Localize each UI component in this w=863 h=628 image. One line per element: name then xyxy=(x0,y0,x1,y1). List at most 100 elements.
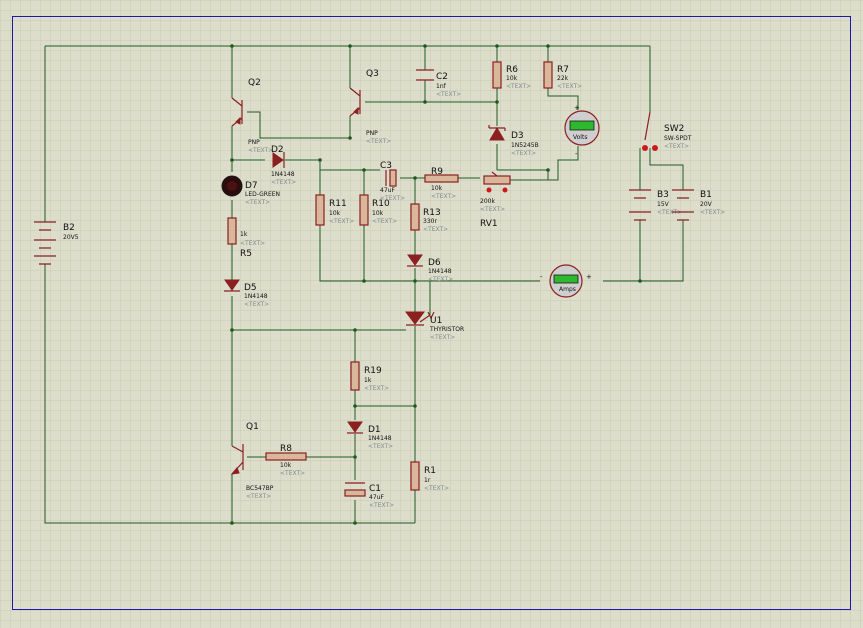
component-ref: R19 xyxy=(364,366,382,376)
placeholder-text: <TEXT> xyxy=(248,147,273,154)
component-ref: SW2 xyxy=(664,124,684,134)
component-ref: D3 xyxy=(511,131,524,141)
component-value: 1N4148 xyxy=(428,268,452,275)
component-ref: B1 xyxy=(700,190,712,200)
placeholder-text: <TEXT> xyxy=(245,199,270,206)
component-ref: R6 xyxy=(506,65,518,75)
placeholder-text: <TEXT> xyxy=(431,193,456,200)
placeholder-text: <TEXT> xyxy=(664,143,689,150)
component-value: 10k xyxy=(372,210,384,217)
sheet-border xyxy=(12,16,851,610)
resistor-r8[interactable]: R8 10k <TEXT> xyxy=(265,444,307,477)
component-value: 10k xyxy=(506,75,518,82)
battery-b2[interactable]: B2 20V5 xyxy=(34,220,79,270)
component-ref: B2 xyxy=(63,223,75,233)
potentiometer-rv1[interactable]: 200k <TEXT> RV1 xyxy=(480,171,511,229)
component-value: 200k xyxy=(480,198,495,205)
placeholder-text: <TEXT> xyxy=(364,385,389,392)
placeholder-text: <TEXT> xyxy=(700,209,725,216)
component-value: 22k xyxy=(557,75,569,82)
component-value: 1N4148 xyxy=(271,171,295,178)
component-ref: C2 xyxy=(436,72,448,82)
resistor-r9[interactable]: R9 10k <TEXT> xyxy=(424,167,459,200)
placeholder-text: <TEXT> xyxy=(657,209,682,216)
placeholder-text: <TEXT> xyxy=(506,83,531,90)
component-value: 47uF xyxy=(369,494,384,501)
transistor-q2[interactable]: Q2 PNP <TEXT> xyxy=(231,78,273,154)
component-ref: D7 xyxy=(245,181,258,191)
transistor-q1[interactable]: Q1 BC547BP <TEXT> xyxy=(230,422,274,500)
resistor-r19[interactable]: R19 1k <TEXT> xyxy=(350,361,389,392)
capacitor-c1[interactable]: C1 47uF <TEXT> xyxy=(344,482,394,509)
placeholder-text: <TEXT> xyxy=(430,334,455,341)
component-ref: RV1 xyxy=(480,219,498,229)
component-value: 1k xyxy=(364,377,372,384)
resistor-r13[interactable]: R13 330r <TEXT> xyxy=(410,203,448,233)
capacitor-c3[interactable]: C3 47uF <TEXT> xyxy=(380,161,405,202)
diode-d2[interactable]: D2 1N4148 <TEXT> xyxy=(271,145,296,186)
zener-diode-d3[interactable]: D3 1N5245B <TEXT> xyxy=(488,125,539,157)
component-ref: C1 xyxy=(369,484,381,494)
battery-b3[interactable]: B3 15V <TEXT> xyxy=(629,189,682,230)
component-value: 330r xyxy=(423,218,437,225)
diode-d5[interactable]: D5 1N4148 <TEXT> xyxy=(224,279,269,308)
diode-d6[interactable]: D6 1N4148 <TEXT> xyxy=(407,254,453,283)
component-value: 1r xyxy=(424,477,431,484)
component-ref: C3 xyxy=(380,161,392,171)
placeholder-text: <TEXT> xyxy=(557,83,582,90)
ammeter-label: Amps xyxy=(559,286,576,293)
component-value: 20V xyxy=(700,201,713,208)
junctions xyxy=(230,44,642,525)
component-ref: R13 xyxy=(423,208,441,218)
component-ref: D1 xyxy=(368,425,381,435)
component-ref: R7 xyxy=(557,65,569,75)
component-ref: B3 xyxy=(657,190,669,200)
placeholder-text: <TEXT> xyxy=(511,150,536,157)
component-ref: U1 xyxy=(430,316,442,326)
placeholder-text: <TEXT> xyxy=(240,240,265,247)
meter-minus: - xyxy=(575,150,578,158)
capacitor-c2[interactable]: C2 1nf <TEXT> xyxy=(416,69,461,98)
placeholder-text: <TEXT> xyxy=(480,206,505,213)
resistor-r5[interactable]: 1k <TEXT> R5 xyxy=(227,217,265,262)
component-value: 15V xyxy=(657,201,670,208)
diode-d1[interactable]: D1 1N4148 <TEXT> xyxy=(347,421,393,450)
component-value: 20V5 xyxy=(63,234,79,241)
component-ref: Q2 xyxy=(248,78,261,88)
component-value: 10k xyxy=(329,210,341,217)
component-value: PNP xyxy=(248,139,260,146)
component-ref: D5 xyxy=(244,283,257,293)
placeholder-text: <TEXT> xyxy=(436,91,461,98)
resistor-r7[interactable]: R7 22k <TEXT> xyxy=(543,61,582,90)
resistor-r10[interactable]: R10 10k <TEXT> xyxy=(359,194,397,226)
meter-plus: + xyxy=(574,104,580,112)
led-d7[interactable]: D7 LED-GREEN <TEXT> xyxy=(221,175,280,206)
placeholder-text: <TEXT> xyxy=(369,502,394,509)
component-value: PNP xyxy=(366,130,378,137)
component-ref: R5 xyxy=(240,249,252,259)
ammeter[interactable]: Amps - + xyxy=(540,264,592,298)
component-value: 47uF xyxy=(380,187,395,194)
component-value: 10k xyxy=(280,462,292,469)
placeholder-text: <TEXT> xyxy=(372,218,397,225)
component-ref: D6 xyxy=(428,258,441,268)
resistor-r1[interactable]: R1 1r <TEXT> xyxy=(410,461,449,492)
component-value: 1N4148 xyxy=(368,435,392,442)
battery-b1[interactable]: B1 20V <TEXT> xyxy=(672,189,725,230)
placeholder-text: <TEXT> xyxy=(280,470,305,477)
placeholder-text: <TEXT> xyxy=(244,301,269,308)
component-ref: R9 xyxy=(431,167,443,177)
resistor-r6[interactable]: R6 10k <TEXT> xyxy=(492,61,531,90)
transistor-q3[interactable]: Q3 PNP <TEXT> xyxy=(349,69,391,145)
meter-minus: - xyxy=(540,273,543,281)
voltmeter[interactable]: Volts + - xyxy=(564,104,600,158)
resistor-r11[interactable]: R11 10k <TEXT> xyxy=(315,194,354,226)
thyristor-u1[interactable]: U1 THYRISTOR <TEXT> xyxy=(405,311,464,341)
placeholder-text: <TEXT> xyxy=(329,218,354,225)
switch-sw2[interactable]: SW2 SW-SPDT <TEXT> xyxy=(642,111,692,151)
voltmeter-label: Volts xyxy=(573,134,587,141)
component-ref: Q1 xyxy=(246,422,259,432)
component-ref: R1 xyxy=(424,466,436,476)
